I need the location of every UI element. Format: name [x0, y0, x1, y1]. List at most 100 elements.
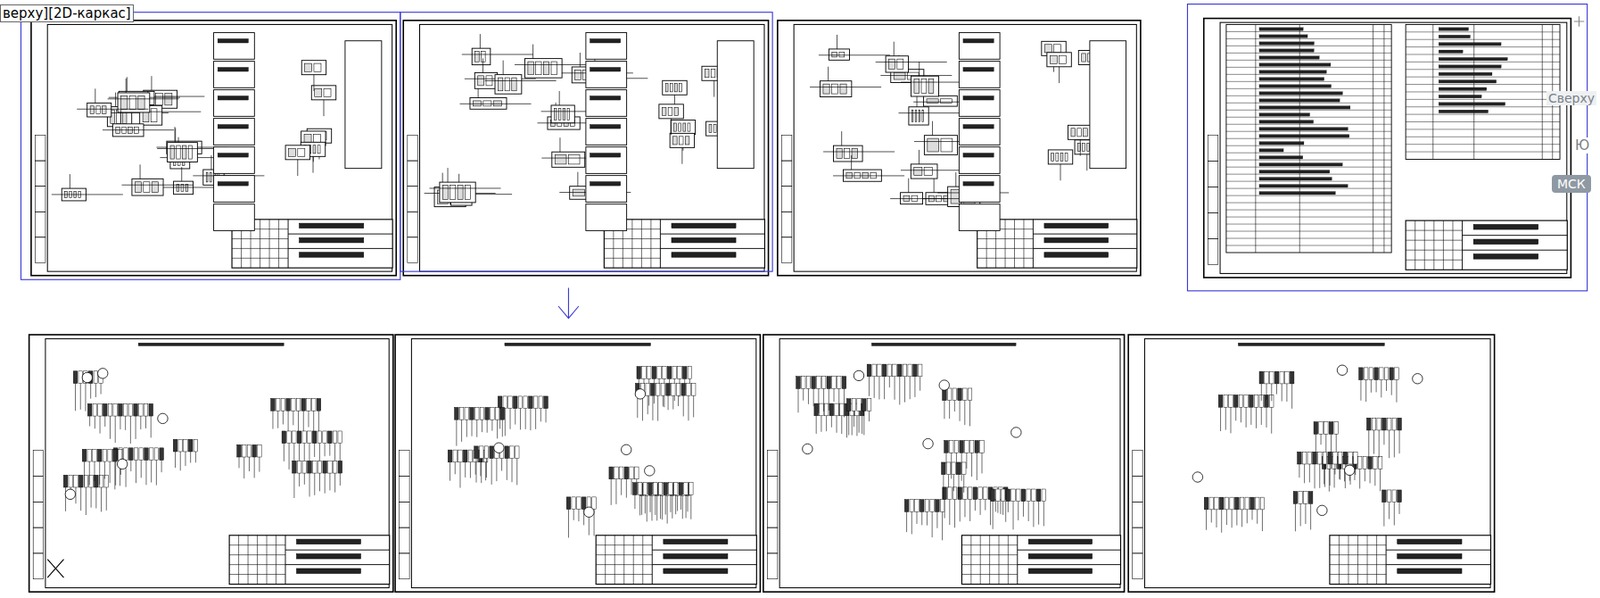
- wire-line: [836, 415, 838, 433]
- terminal: [1269, 371, 1274, 384]
- wire-line: [248, 456, 250, 471]
- cell-text-bar: [1259, 177, 1332, 181]
- viewcube-label: Сверху: [1546, 90, 1597, 106]
- wire-line: [503, 60, 504, 75]
- wire-line: [491, 458, 493, 485]
- terminal: [935, 499, 941, 512]
- terminal: [969, 440, 974, 454]
- wire-line: [904, 376, 906, 403]
- terminal: [1249, 394, 1254, 407]
- cell-text-bar: [1438, 102, 1505, 106]
- wire-line: [1032, 501, 1034, 528]
- terminal: [247, 444, 252, 457]
- wire-line: [1291, 383, 1293, 409]
- wire-line: [1226, 159, 1392, 161]
- wire-line: [650, 494, 652, 512]
- terminal: [1389, 367, 1394, 380]
- terminal: [1324, 421, 1329, 435]
- terminal: [508, 395, 513, 409]
- device-symbol: [167, 142, 198, 163]
- contact-symbol: [511, 77, 517, 91]
- wire-line: [921, 511, 923, 525]
- terminal: [544, 395, 549, 409]
- contact-symbol: [674, 83, 677, 92]
- stamp-text-bar: [299, 237, 364, 242]
- wire-line: [76, 108, 149, 110]
- wire-line: [1388, 429, 1390, 458]
- contact-symbol: [551, 61, 557, 75]
- contact-symbol: [164, 93, 173, 106]
- margin-cell: [34, 160, 45, 187]
- terminal: [1015, 488, 1021, 502]
- terminal: [113, 448, 118, 462]
- wire-line: [1226, 81, 1392, 83]
- wire-line: [633, 535, 635, 585]
- terminal: [474, 406, 479, 420]
- contact-symbol: [536, 61, 542, 75]
- wire-line: [1240, 406, 1242, 422]
- cell-text-bar: [1438, 65, 1502, 68]
- terminal: [846, 398, 851, 412]
- wire-line: [135, 460, 137, 484]
- cell-text-bar: [963, 95, 994, 100]
- wire-line: [461, 419, 462, 442]
- wire-line: [459, 461, 461, 488]
- terminal: [816, 376, 822, 389]
- terminal: [1319, 421, 1324, 435]
- margin-cell: [1207, 160, 1218, 187]
- contact-symbol: [684, 136, 690, 145]
- contact-symbol: [893, 72, 906, 80]
- wire-line: [858, 410, 860, 432]
- wire-line: [95, 486, 97, 509]
- terminal: [538, 395, 544, 409]
- terminal: [478, 445, 484, 459]
- cell-text-bar: [1259, 156, 1304, 159]
- terminal: [1384, 367, 1389, 380]
- wire-line: [288, 247, 393, 249]
- contact-symbol: [497, 77, 503, 91]
- terminal: [1394, 367, 1400, 380]
- wire-line: [1405, 106, 1560, 108]
- contact-symbol: [1051, 152, 1055, 161]
- contact-symbol: [844, 148, 850, 159]
- cell-text-bar: [1259, 41, 1314, 45]
- wire-line: [1314, 463, 1316, 488]
- device-symbol: [910, 164, 938, 179]
- terminal: [107, 448, 113, 462]
- terminal: [148, 403, 154, 416]
- contact-symbol: [504, 77, 510, 91]
- terminal: [328, 430, 333, 444]
- wire-line: [1359, 468, 1361, 488]
- stamp-text-bar: [299, 222, 364, 228]
- terminal: [490, 406, 495, 420]
- wire-line: [999, 499, 1001, 514]
- wire-line: [1328, 468, 1330, 491]
- wire-line: [659, 219, 661, 268]
- contact-symbol: [156, 93, 164, 106]
- wire-line: [1226, 245, 1392, 247]
- wire-line: [1032, 233, 1137, 235]
- stamp-text-bar: [299, 252, 364, 257]
- drawing-sheet: [31, 20, 396, 276]
- wire-line: [1395, 379, 1397, 403]
- contact-symbol: [297, 148, 306, 157]
- cell-text-bar: [1259, 70, 1327, 74]
- wire-line: [266, 535, 268, 585]
- drawing-sheet: [777, 20, 1141, 276]
- terminal: [118, 403, 124, 416]
- wire-line: [577, 172, 578, 187]
- device-symbol: [908, 107, 929, 125]
- wire-line: [656, 494, 658, 520]
- terminal: [271, 397, 276, 411]
- wire-line: [313, 472, 315, 495]
- terminal: [1317, 451, 1322, 464]
- viewcube-label: Ю: [1573, 137, 1592, 154]
- wire-line: [1405, 83, 1560, 85]
- terminal: [479, 406, 485, 420]
- wire-line: [84, 383, 86, 412]
- wire-line: [107, 98, 180, 99]
- wire-line: [130, 460, 132, 472]
- wire-line: [1013, 501, 1015, 530]
- contact-symbol: [915, 109, 917, 122]
- wire-line: [1226, 31, 1392, 33]
